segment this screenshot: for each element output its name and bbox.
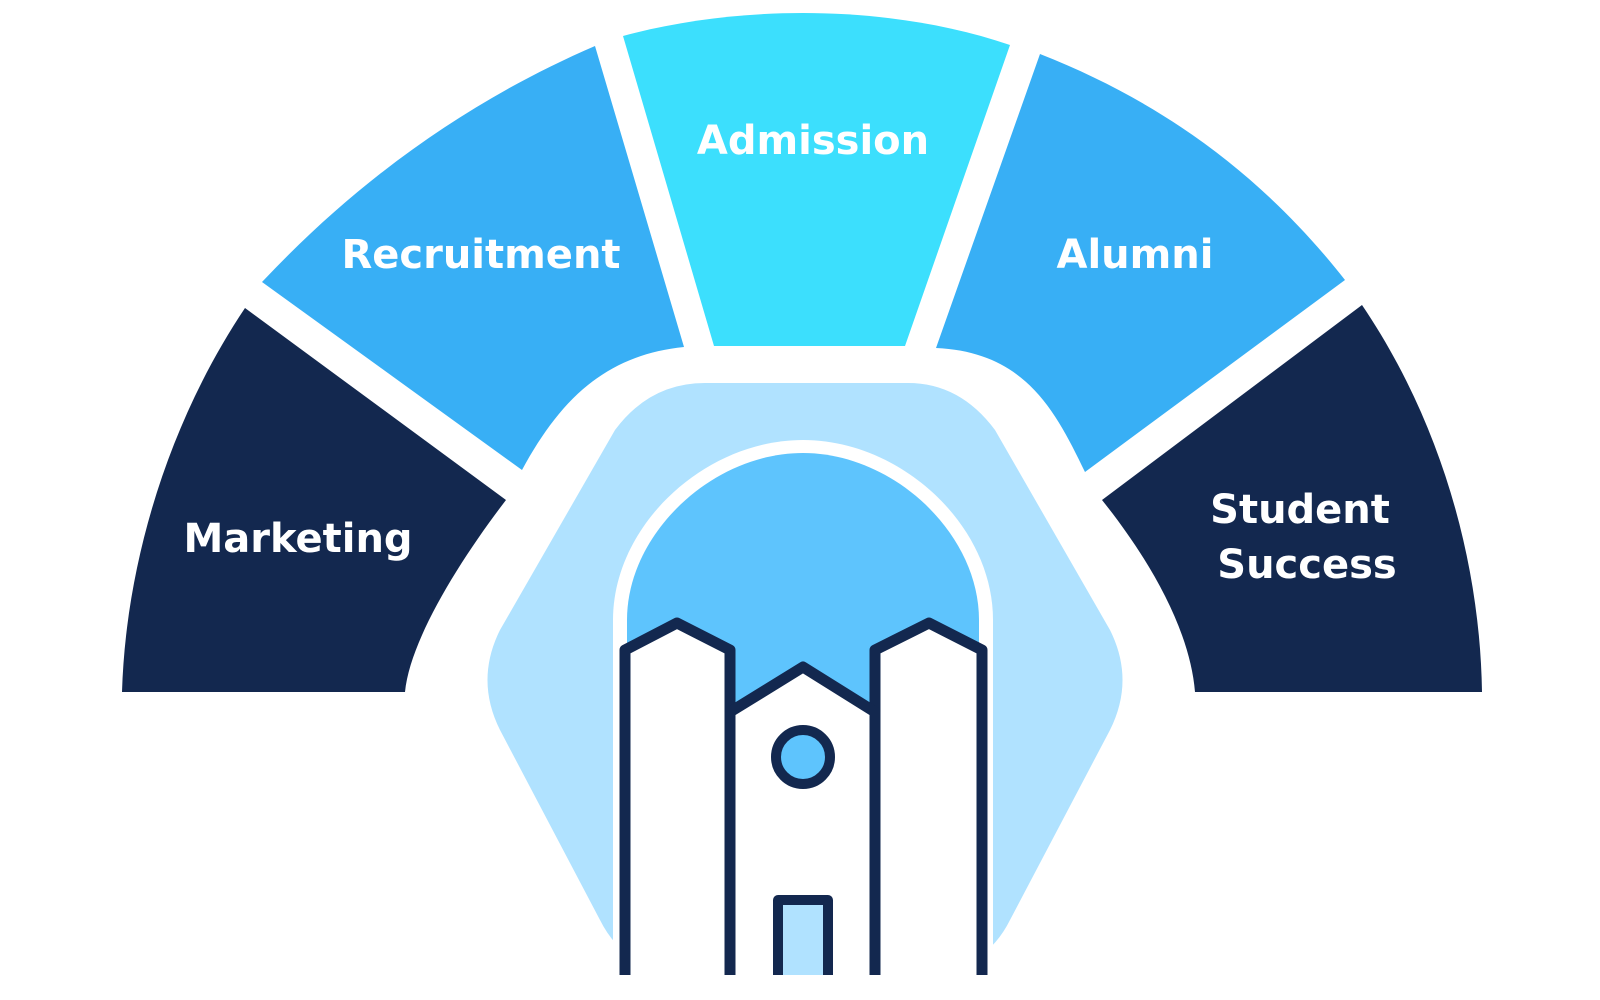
segment-recruitment: Recruitment — [262, 46, 684, 470]
segment-student-success-label-line2: Success — [1217, 542, 1396, 588]
building-left-tower — [619, 617, 736, 975]
university-building-icon — [487, 383, 1123, 975]
building — [619, 617, 988, 975]
segment-recruitment-shape — [262, 46, 684, 470]
segment-marketing-label: Marketing — [183, 516, 412, 562]
segment-admission-label: Admission — [697, 118, 929, 164]
segment-marketing-shape — [122, 308, 506, 692]
segment-admission: Admission — [623, 13, 1010, 346]
building-right-tower — [869, 617, 988, 975]
building-round-window — [771, 725, 835, 789]
segment-alumni: Alumni — [936, 54, 1345, 472]
segment-student-success-label-line1: Student — [1210, 487, 1390, 533]
segment-recruitment-label: Recruitment — [341, 232, 620, 278]
segment-student-success-shape — [1102, 305, 1482, 692]
segment-admission-shape — [623, 13, 1010, 346]
segment-alumni-shape — [936, 54, 1345, 472]
segment-student-success-label: Student Success — [1210, 487, 1404, 588]
segment-alumni-label: Alumni — [1056, 232, 1213, 278]
building-central-hall — [724, 661, 881, 975]
segment-marketing: Marketing — [122, 308, 506, 692]
building-door — [773, 895, 833, 975]
segment-student-success: Student Success — [1102, 305, 1482, 692]
